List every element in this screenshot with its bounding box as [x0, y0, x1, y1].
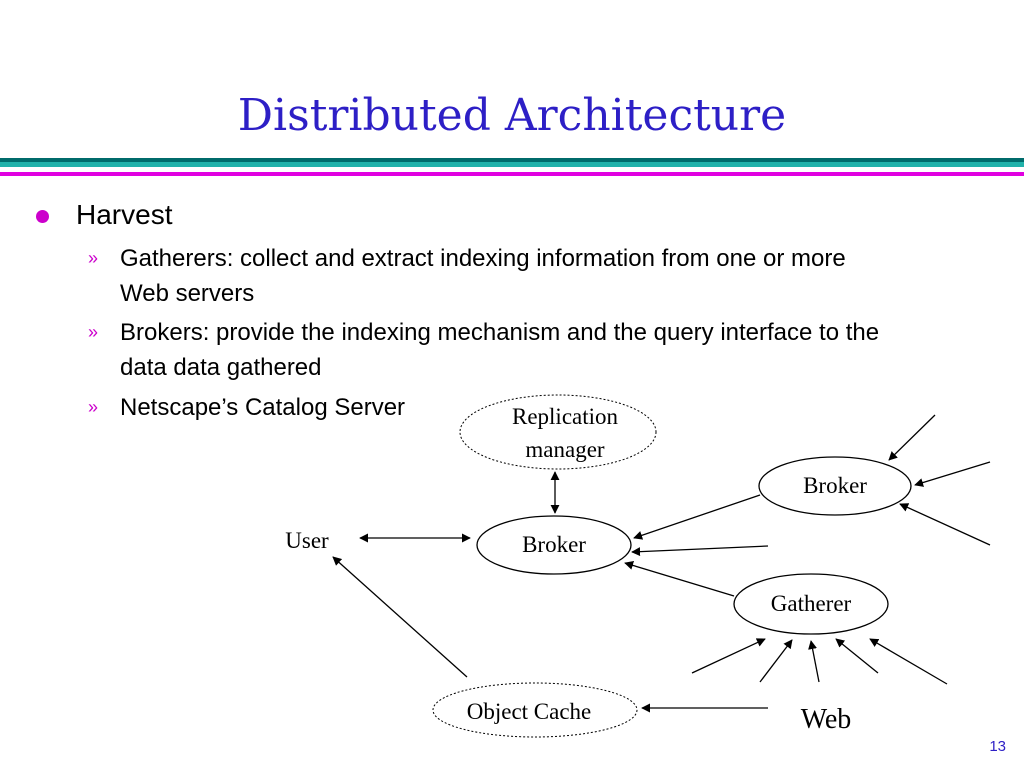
sub-bullet-gatherers: Gatherers: collect and extract indexing … [120, 245, 846, 307]
arrow-web-gatherer [835, 638, 879, 674]
bullet-icon [36, 210, 49, 223]
bullet-harvest: Harvest [76, 199, 173, 230]
arrow-web-gatherer [759, 639, 793, 683]
arrow-incoming [631, 545, 769, 557]
replication-manager-label: manager [525, 437, 605, 462]
sub-bullet-icon: » [88, 248, 99, 268]
user-label: User [285, 528, 329, 553]
arrow-cache-user [332, 556, 468, 678]
sub-bullet-icon: » [88, 322, 99, 342]
title-rule-dark [0, 158, 1024, 162]
sub-bullet-icon: » [88, 397, 99, 417]
title-rule-teal [0, 162, 1024, 167]
arrow-web-gatherer [691, 638, 766, 674]
arrow-into-remote-broker [888, 414, 936, 461]
diagram-arrows [332, 414, 991, 713]
page-number: 13 [989, 738, 1006, 755]
sub-bullet-brokers: Brokers: provide the indexing mechanism … [120, 319, 880, 381]
arrow-web-gatherer [869, 638, 948, 685]
replication-manager-label: Replication [512, 404, 619, 429]
arrow-gatherer-broker [624, 561, 735, 597]
gatherer-node [733, 573, 889, 635]
title-rule-magenta [0, 172, 1024, 176]
arrow-into-remote-broker [914, 461, 991, 487]
remote-broker-label: Broker [803, 473, 867, 498]
remote-broker-node [758, 456, 912, 516]
arrow-web-gatherer [808, 640, 820, 683]
gatherer-label: Gatherer [771, 591, 852, 616]
slide-title: Distributed Architecture [237, 90, 787, 141]
object-cache-label: Object Cache [467, 699, 592, 724]
object-cache-node [432, 682, 638, 738]
central-broker-node [476, 515, 632, 575]
web-label: Web [801, 704, 852, 735]
central-broker-label: Broker [522, 532, 586, 557]
sub-bullet-netscape: Netscape’s Catalog Server [120, 394, 406, 421]
arrow-remote-broker [633, 494, 761, 540]
arrow-into-remote-broker [899, 503, 991, 546]
replication-manager-node [459, 394, 657, 470]
